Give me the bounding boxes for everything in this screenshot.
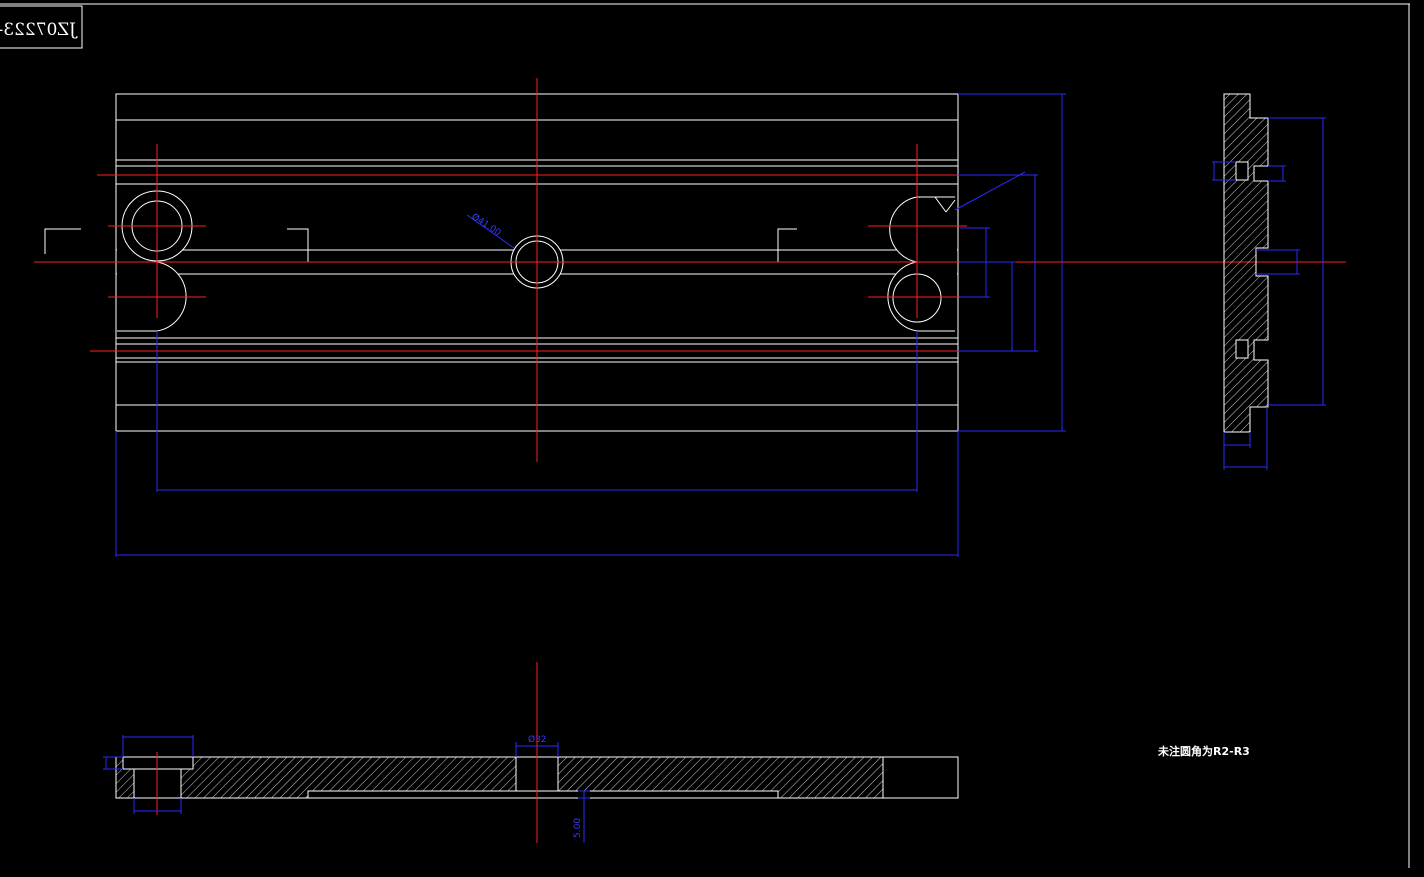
bottom-depth-dimension: 5.00 <box>573 818 583 838</box>
drawing-frame <box>0 3 1410 868</box>
plan-view: Ø41.00 <box>34 78 1346 557</box>
right-keyhole <box>887 195 957 335</box>
fillet-note: 未注圆角为R2-R3 <box>1157 744 1250 758</box>
center-hole-dimension: Ø41.00 <box>469 211 503 238</box>
drawing-number: JZ07223-0006 <box>0 20 78 40</box>
plan-dimensions <box>115 93 1066 557</box>
bottom-hole-dimension: Ø32 <box>528 734 547 745</box>
bottom-section-view: Ø32 5.00 <box>103 662 959 843</box>
left-keyhole <box>117 190 193 332</box>
centerlines <box>34 78 1346 462</box>
side-section-view <box>1212 93 1326 470</box>
title-block: JZ07223-0006 <box>0 5 83 49</box>
